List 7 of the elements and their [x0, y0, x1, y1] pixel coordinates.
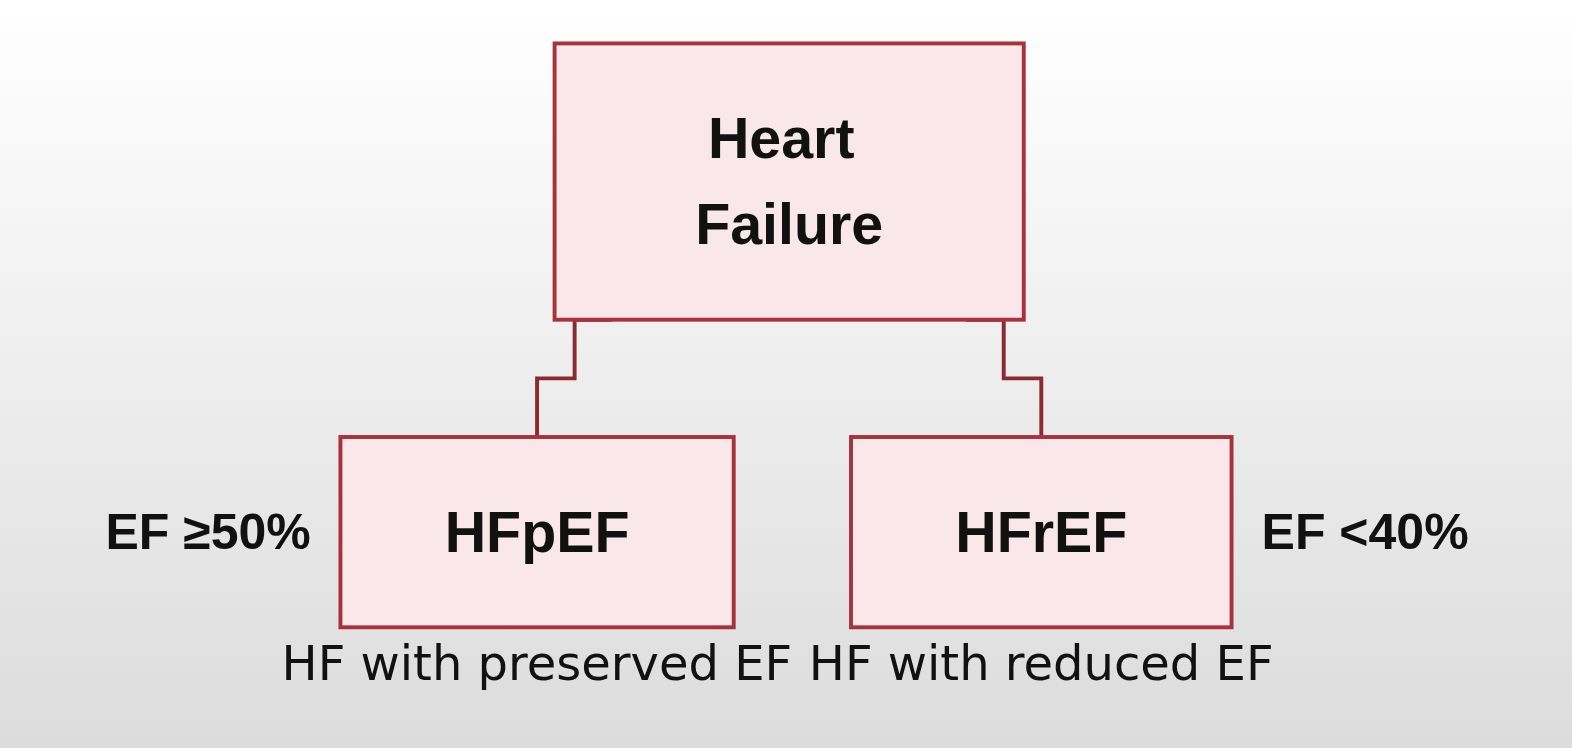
- ejection-fraction-note: EF ≥50%: [105, 502, 311, 561]
- node-box: HFpEF: [338, 434, 736, 629]
- node-caption: HF with reduced EF: [808, 634, 1274, 691]
- node-caption: HF with preserved EF: [281, 634, 793, 691]
- node-box: HFrEF: [849, 434, 1234, 629]
- node-box: Heart Failure: [552, 41, 1026, 322]
- ejection-fraction-note: EF <40%: [1261, 502, 1469, 561]
